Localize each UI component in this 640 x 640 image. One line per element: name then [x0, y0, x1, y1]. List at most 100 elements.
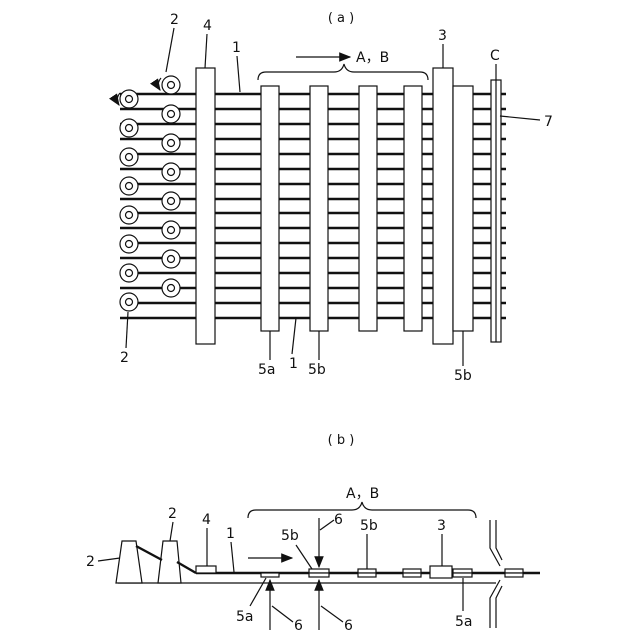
- label-strip-bottom: 1: [289, 356, 298, 372]
- cutter-blade-top-outer: [490, 520, 500, 566]
- guide-block-b: [196, 566, 216, 573]
- spool-outer: [162, 250, 180, 268]
- spool-outer: [120, 293, 138, 311]
- spool: [120, 264, 138, 282]
- spool-outer: [120, 264, 138, 282]
- spool-outer: [120, 119, 138, 137]
- label-spool-right-b: 2: [168, 506, 177, 522]
- direction-label-b: A，B: [346, 486, 379, 502]
- label-clamp-5a: 5a: [258, 362, 276, 378]
- label-actuator-bottom-mid: 6: [344, 618, 353, 634]
- clamp-5a-right-lower: [453, 573, 472, 577]
- clamp-bar-4: [404, 86, 422, 331]
- leader-clamp-5b-left-b: [296, 545, 312, 569]
- label-roller-a: 3: [438, 28, 447, 44]
- leader-spool-right-b: [170, 522, 173, 541]
- cutter-blade-bottom-outer: [490, 580, 500, 628]
- panel-b: ( b ) A，B: [86, 433, 540, 634]
- spool-outer: [120, 148, 138, 166]
- label-clamp-5b-left-b: 5b: [281, 528, 299, 544]
- label-strip-a: 1: [232, 40, 241, 56]
- strip-feed-left: [136, 546, 162, 560]
- leader-strip-b: [231, 542, 234, 572]
- clamp-block-3-lower: [358, 573, 376, 577]
- spool-outer: [120, 206, 138, 224]
- spool-outer: [162, 105, 180, 123]
- spool: [120, 293, 138, 311]
- cutter-blade-top-inner: [496, 520, 502, 560]
- spool: [162, 163, 180, 181]
- label-clamp-5b-mid-b: 5b: [360, 518, 378, 534]
- label-clamp-5a-right-b: 5a: [455, 614, 473, 630]
- label-spool-left-b: 2: [86, 554, 95, 570]
- clamp-5a-block-b: [261, 573, 279, 577]
- leader-clamp-5a-left-b: [250, 578, 266, 606]
- brace-b: [248, 502, 476, 518]
- spool: [120, 177, 138, 195]
- spool-outer: [162, 134, 180, 152]
- clamp-block-4-lower: [403, 573, 421, 577]
- label-actuator-top: 6: [334, 512, 343, 528]
- label-blade: 7: [544, 114, 553, 130]
- spool: [162, 279, 180, 297]
- spool: [162, 76, 180, 94]
- label-strip-b: 1: [226, 526, 235, 542]
- spool: [162, 134, 180, 152]
- spool-outer: [162, 192, 180, 210]
- spool-outer: [162, 221, 180, 239]
- spool: [120, 119, 138, 137]
- label-clamp-5b-right: 5b: [454, 368, 472, 384]
- spool: [162, 192, 180, 210]
- panel-a-caption: ( a ): [328, 11, 354, 26]
- label-clamp-5a-left-b: 5a: [236, 609, 254, 625]
- brace-a: [258, 64, 428, 80]
- spool: [162, 221, 180, 239]
- cutter-blade-bottom-inner: [496, 586, 502, 628]
- leader-actuator-top: [320, 520, 334, 530]
- rotation-arrow-right: [158, 78, 161, 90]
- leader-blade: [500, 116, 540, 120]
- direction-label-a: A，B: [356, 50, 389, 66]
- spool-outer: [120, 235, 138, 253]
- label-clamp-5b: 5b: [308, 362, 326, 378]
- leader-actuator-bottom-mid: [321, 606, 343, 622]
- label-roller-b: 3: [437, 518, 446, 534]
- spool-group: [117, 76, 180, 311]
- leader-actuator-bottom-left: [272, 606, 293, 622]
- clamp-5b-block-lower: [309, 573, 329, 577]
- spool: [120, 148, 138, 166]
- spool: [120, 90, 138, 108]
- label-spool-top: 2: [170, 12, 179, 28]
- leader-guide-a: [205, 34, 207, 68]
- label-spool-bottom: 2: [120, 350, 129, 366]
- spool: [162, 250, 180, 268]
- clamp-5b-bar: [310, 86, 328, 331]
- spool-outer: [162, 76, 180, 94]
- leader-spool-left-b: [98, 558, 120, 561]
- roller-block-b: [430, 566, 452, 578]
- clamp-bar-3: [359, 86, 377, 331]
- leader-strip-a: [237, 56, 240, 92]
- guide-bar: [196, 68, 215, 344]
- label-guide-a: 4: [203, 18, 212, 34]
- panel-a: ( a ) A，B 2 4 1 3 C 7 2: [117, 11, 553, 384]
- leader-strip-bottom: [292, 318, 296, 354]
- clamp-5b-right-bar: [453, 86, 473, 331]
- roller-bar: [433, 68, 453, 344]
- spool: [120, 206, 138, 224]
- spool: [162, 105, 180, 123]
- spool-outer: [162, 163, 180, 181]
- spool-outer: [120, 90, 138, 108]
- spool-outer: [120, 177, 138, 195]
- spool: [120, 235, 138, 253]
- label-guide-b: 4: [202, 512, 211, 528]
- leader-spool-top: [166, 28, 174, 72]
- label-actuator-bottom-left: 6: [294, 618, 303, 634]
- panel-b-caption: ( b ): [328, 433, 355, 448]
- label-cutter: C: [490, 48, 500, 64]
- spool-outer: [162, 279, 180, 297]
- cut-piece-lower: [505, 573, 523, 577]
- clamp-5a-bar: [261, 86, 279, 331]
